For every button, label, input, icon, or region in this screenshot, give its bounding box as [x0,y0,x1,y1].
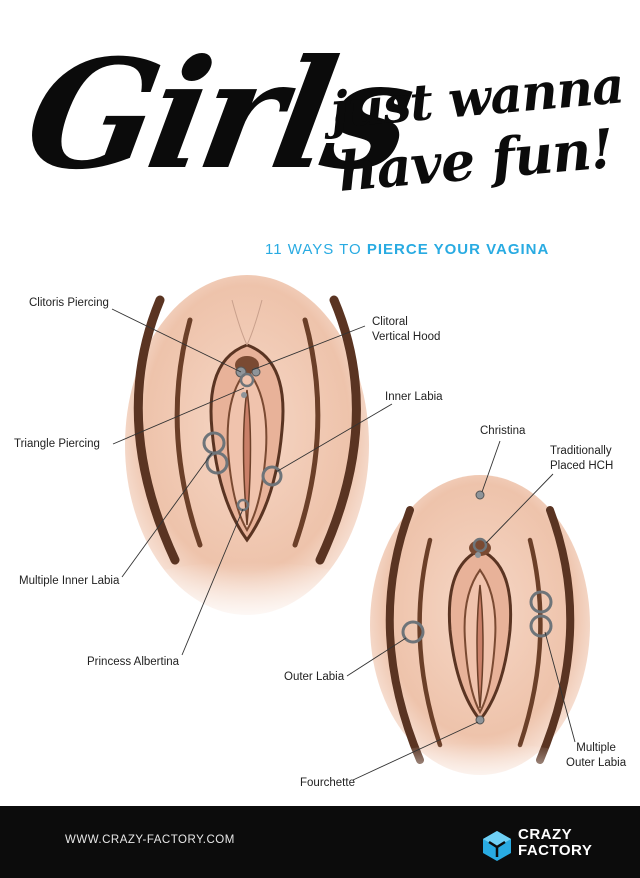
label-mol-line1: Multiple [576,742,616,754]
label-clitoris-piercing: Clitoris Piercing [29,297,109,309]
label-princess-albertina: Princess Albertina [87,656,180,668]
piercing-diagram [111,275,590,787]
label-inner-labia: Inner Labia [385,391,443,403]
label-fourchette: Fourchette [300,777,355,789]
label-hch-line2: Placed HCH [550,460,614,472]
subtitle: 11 WAYS TO PIERCE YOUR VAGINA [265,241,549,258]
label-christina: Christina [480,425,526,437]
footer-url[interactable]: WWW.CRAZY-FACTORY.COM [65,834,235,846]
subtitle-part2: PIERCE YOUR VAGINA [366,241,550,258]
label-hch-line1: Traditionally [550,445,612,457]
label-multiple-inner-labia: Multiple Inner Labia [19,575,120,587]
label-vch-line2: Vertical Hood [372,331,441,343]
label-vch-line1: Clitoral [372,316,408,328]
right-illustration [370,475,590,787]
logo-line1: CRAZY [518,826,573,843]
cube-logo-icon [483,831,511,861]
label-outer-labia: Outer Labia [284,671,345,683]
leader-lines [111,308,576,781]
label-mol-line2: Outer Labia [566,757,627,769]
logo-line2: FACTORY [518,842,593,859]
subtitle-part1: 11 WAYS TO [265,241,367,258]
label-triangle-piercing: Triangle Piercing [14,438,100,450]
left-illustration [125,275,369,618]
